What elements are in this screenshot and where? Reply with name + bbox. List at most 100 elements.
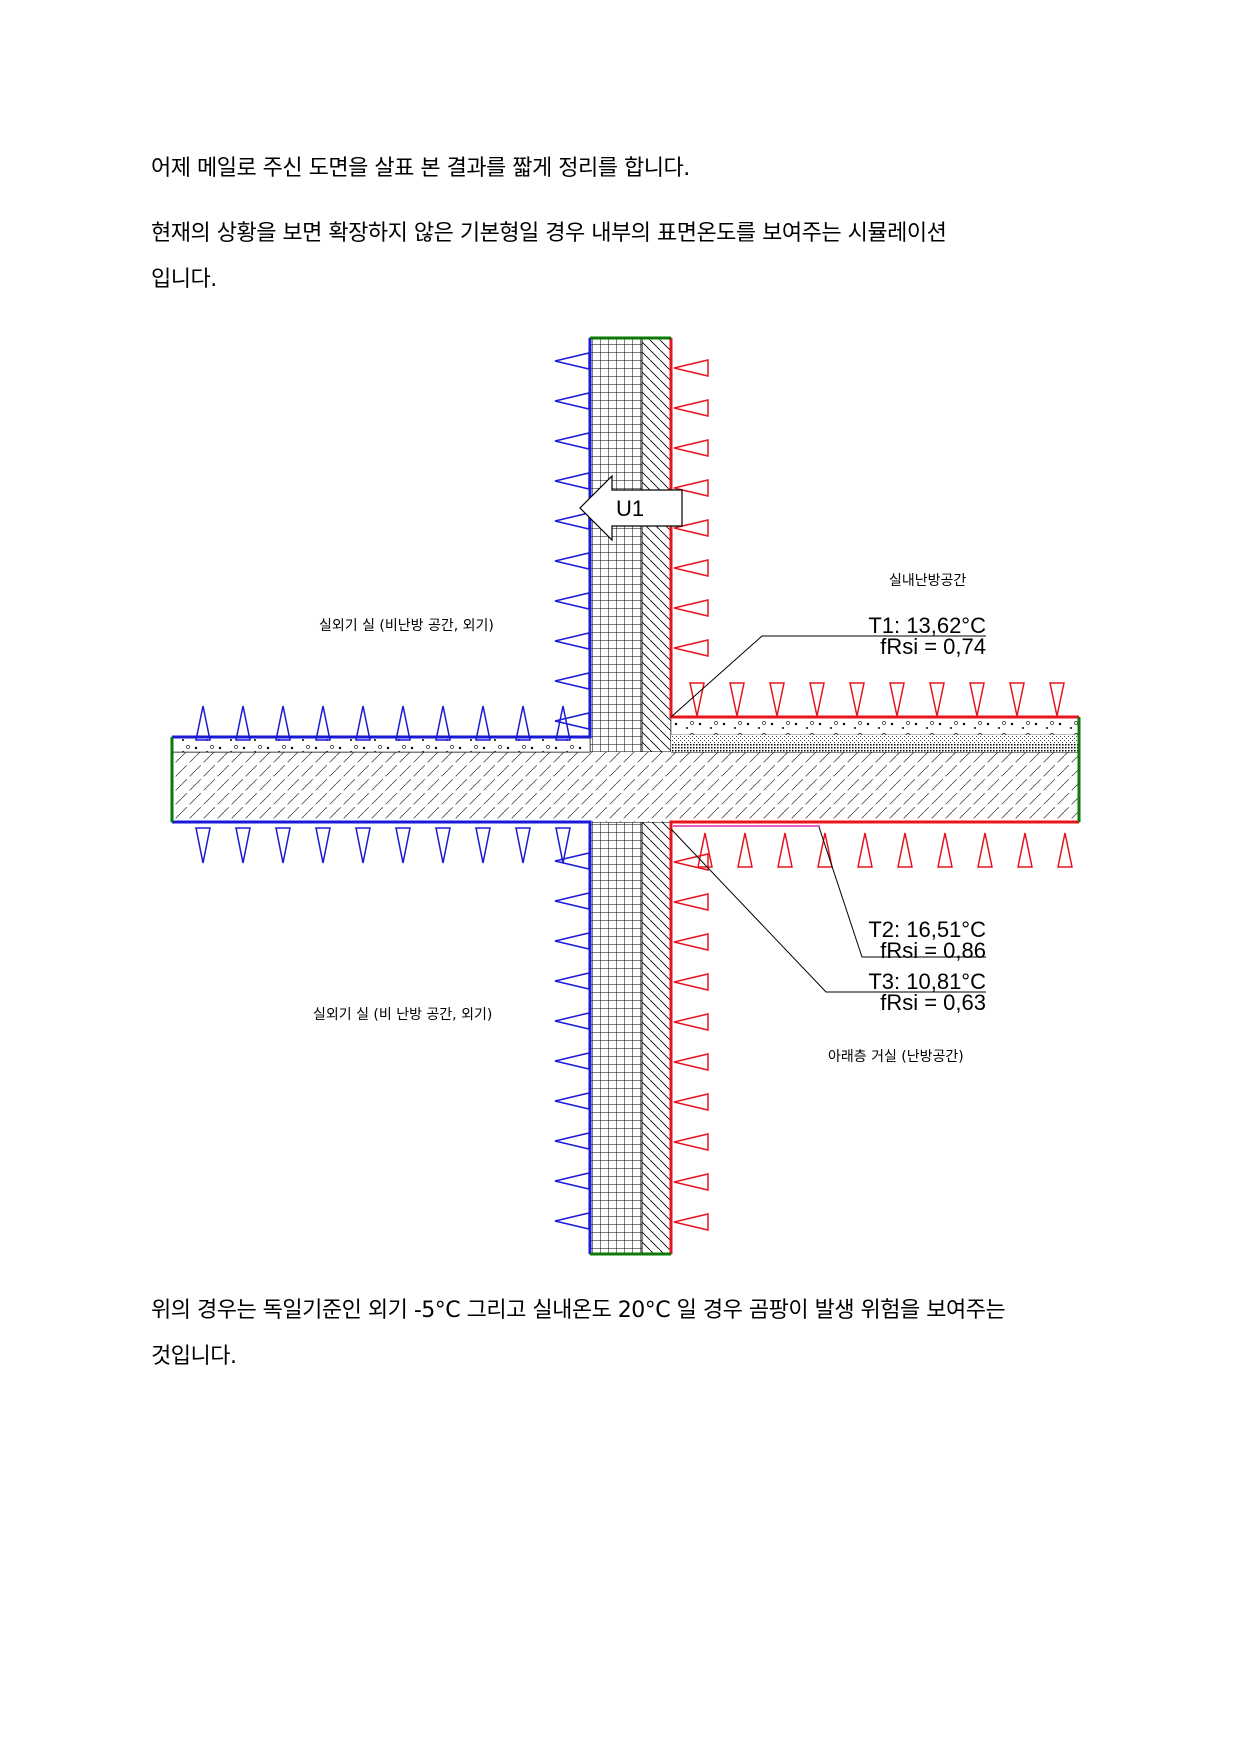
warm-flow-arrow-icon bbox=[857, 832, 873, 868]
warm-flow-arrow-icon bbox=[673, 893, 709, 911]
warm-flow-arrow-icon bbox=[673, 1173, 709, 1191]
u1-arrow-icon bbox=[579, 474, 683, 542]
right-impact-insulation bbox=[671, 735, 1079, 744]
warm-flow-arrow-icon bbox=[689, 682, 705, 717]
cold-flow-arrow-icon bbox=[554, 1132, 590, 1150]
warm-flow-arrow-icon bbox=[769, 682, 785, 717]
warm-flow-arrow-icon bbox=[673, 1093, 709, 1111]
wall-label-u1: U1 bbox=[616, 496, 644, 521]
cold-flow-arrow-icon bbox=[555, 705, 571, 741]
warm-flow-arrow-icon bbox=[1057, 832, 1073, 868]
warm-flow-arrow-icon bbox=[673, 853, 709, 871]
description-line-1: 현재의 상황을 보면 확장하지 않은 기본형일 경우 내부의 표면온도를 보여주… bbox=[151, 221, 947, 246]
cold-flow-arrow-icon bbox=[554, 352, 590, 370]
cold-flow-arrow-icon bbox=[475, 705, 491, 741]
t1-leader bbox=[670, 635, 986, 718]
cold-flow-arrow-icon bbox=[554, 512, 590, 530]
cold-flow-arrow-icon bbox=[315, 827, 331, 864]
right-insulation-layer bbox=[671, 744, 1079, 752]
cold-flow-arrow-icon bbox=[515, 827, 531, 864]
warm-flow-arrow-icon bbox=[673, 519, 709, 537]
cold-flow-arrow-icon bbox=[275, 827, 291, 864]
warm-flow-arrow-icon bbox=[817, 832, 833, 868]
cold-flow-arrow-icon bbox=[554, 892, 590, 910]
below-floor-space-label: 아래층 거실 (난방공간) bbox=[828, 1049, 964, 1065]
cold-flow-arrow-icon bbox=[554, 712, 590, 730]
warm-flow-arrow-icon bbox=[673, 1013, 709, 1031]
warm-flow-arrow-icon bbox=[697, 832, 713, 868]
t3-temperature: T3: 10,81°C bbox=[868, 969, 986, 994]
cold-flow-arrow-icon bbox=[395, 827, 411, 864]
cold-flow-arrow-icon bbox=[555, 827, 571, 864]
cold-flow-arrow-icon bbox=[554, 932, 590, 950]
warm-flow-arrow-icon bbox=[897, 832, 913, 868]
cold-flow-arrow-icon bbox=[554, 972, 590, 990]
right-screed bbox=[670, 716, 1080, 736]
cold-flow-arrow-icon bbox=[554, 852, 590, 870]
heat-flow-arrows bbox=[195, 352, 1073, 1231]
indoor-space-label: 실내난방공간 bbox=[889, 573, 966, 589]
conclusion-line-2: 것입니다. bbox=[151, 1344, 237, 1369]
cold-flow-arrow-icon bbox=[554, 1212, 590, 1230]
warm-flow-arrow-icon bbox=[673, 973, 709, 991]
cold-flow-arrow-icon bbox=[554, 432, 590, 450]
warm-flow-arrow-icon bbox=[1009, 682, 1025, 717]
cold-flow-arrow-icon bbox=[554, 1092, 590, 1110]
warm-flow-arrow-icon bbox=[737, 832, 753, 868]
warm-flow-arrow-icon bbox=[929, 682, 945, 717]
cold-flow-arrow-icon bbox=[554, 592, 590, 610]
intro-paragraph: 어제 메일로 주신 도면을 살표 본 결과를 짧게 정리를 합니다. bbox=[151, 156, 690, 181]
warm-flow-arrow-icon bbox=[849, 682, 865, 717]
cold-flow-arrow-icon bbox=[554, 632, 590, 650]
warm-flow-arrow-icon bbox=[889, 682, 905, 717]
warm-flow-arrow-icon bbox=[729, 682, 745, 717]
warm-flow-arrow-icon bbox=[969, 682, 985, 717]
cold-flow-arrow-icon bbox=[435, 705, 451, 741]
outdoor-space-label-upper: 실외기 실 (비난방 공간, 외기) bbox=[319, 618, 494, 634]
cold-flow-arrow-icon bbox=[554, 552, 590, 570]
cold-boundary-top bbox=[172, 338, 592, 739]
warm-flow-arrow-icon bbox=[673, 1133, 709, 1151]
cold-flow-arrow-icon bbox=[195, 705, 211, 741]
cold-flow-arrow-icon bbox=[315, 705, 331, 741]
warm-flow-arrow-icon bbox=[977, 832, 993, 868]
warm-flow-arrow-icon bbox=[1017, 832, 1033, 868]
cold-flow-arrow-icon bbox=[275, 705, 291, 741]
warm-flow-arrow-icon bbox=[937, 832, 953, 868]
cold-flow-arrow-icon bbox=[395, 705, 411, 741]
cold-flow-arrow-icon bbox=[554, 472, 590, 490]
outdoor-space-label-lower: 실외기 실 (비 난방 공간, 외기) bbox=[313, 1007, 492, 1023]
warm-flow-arrow-icon bbox=[673, 599, 709, 617]
cold-flow-arrow-icon bbox=[554, 1012, 590, 1030]
warm-flow-arrow-icon bbox=[673, 399, 709, 417]
cold-flow-arrow-icon bbox=[475, 827, 491, 864]
cold-flow-arrow-icon bbox=[235, 827, 251, 864]
warm-flow-arrow-icon bbox=[673, 559, 709, 577]
conclusion-line-1: 위의 경우는 독일기준인 외기 -5°C 그리고 실내온도 20°C 일 경우 … bbox=[151, 1298, 1006, 1323]
warm-flow-arrow-icon bbox=[673, 359, 709, 377]
cold-flow-arrow-icon bbox=[435, 827, 451, 864]
t2-frsi: fRsi = 0,86 bbox=[880, 938, 986, 963]
cold-flow-arrow-icon bbox=[195, 827, 211, 864]
t1-temperature: T1: 13,62°C bbox=[868, 613, 986, 638]
warm-boundary-top bbox=[669, 338, 1079, 719]
cold-flow-arrow-icon bbox=[235, 705, 251, 741]
warm-flow-arrow-icon bbox=[673, 1213, 709, 1231]
cold-flow-arrow-icon bbox=[355, 705, 371, 741]
warm-flow-arrow-icon bbox=[1049, 682, 1065, 717]
warm-flow-arrow-icon bbox=[673, 933, 709, 951]
t3-leader bbox=[670, 828, 986, 993]
cold-flow-arrow-icon bbox=[554, 1052, 590, 1070]
t2-leader bbox=[818, 826, 986, 958]
cold-flow-arrow-icon bbox=[515, 705, 531, 741]
t2-temperature: T2: 16,51°C bbox=[868, 917, 986, 942]
warm-flow-arrow-icon bbox=[673, 1053, 709, 1071]
cold-flow-arrow-icon bbox=[554, 392, 590, 410]
t3-frsi: fRsi = 0,63 bbox=[880, 990, 986, 1015]
warm-boundary-bottom bbox=[669, 820, 1079, 1254]
cold-boundary-bottom bbox=[172, 820, 592, 1254]
cold-flow-arrow-icon bbox=[554, 1172, 590, 1190]
cold-flow-arrow-icon bbox=[554, 672, 590, 690]
warm-flow-arrow-icon bbox=[673, 639, 709, 657]
